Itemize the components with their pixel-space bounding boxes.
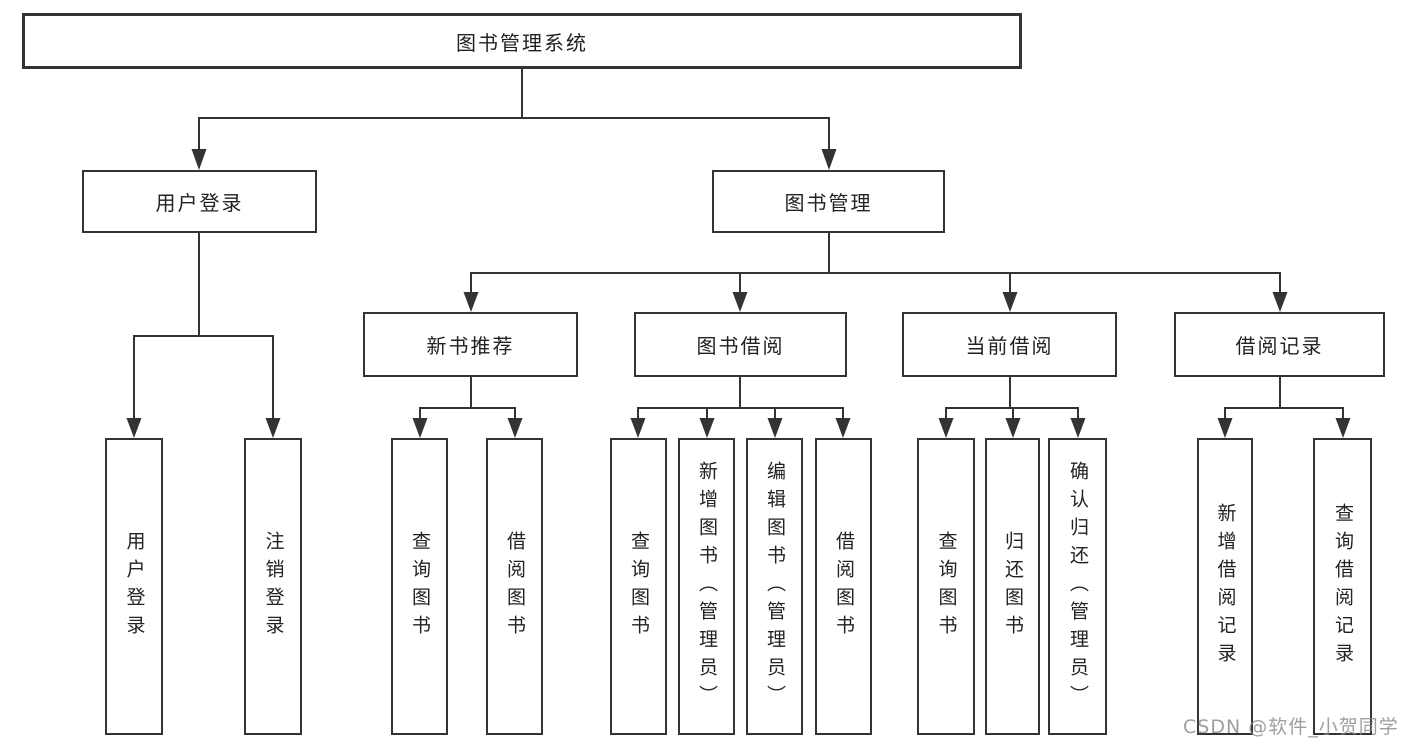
leaf-recommend-borrow-books-label: 借阅图书 [504, 530, 526, 643]
leaf-current-query-books: 查询图书 [917, 438, 975, 735]
leaf-user-login-label: 用户登录 [123, 530, 146, 643]
leaf-add-borrow-record-label: 新增借阅记录 [1214, 502, 1237, 671]
node-book-management: 图书管理 [712, 170, 945, 233]
leaf-add-borrow-record: 新增借阅记录 [1197, 438, 1253, 735]
leaf-return-books: 归还图书 [985, 438, 1040, 735]
leaf-recommend-borrow-books: 借阅图书 [486, 438, 543, 735]
leaf-borrow-query-books: 查询图书 [610, 438, 667, 735]
leaf-borrow-books-label: 借阅图书 [833, 530, 855, 643]
node-borrow-records-label: 借阅记录 [1235, 334, 1324, 358]
leaf-recommend-query-books-label: 查询图书 [409, 530, 431, 643]
node-root: 图书管理系统 [22, 13, 1022, 69]
node-borrow-records: 借阅记录 [1174, 312, 1385, 377]
node-user-login: 用户登录 [82, 170, 317, 233]
leaf-edit-books-admin-label: 编辑图书（管理员） [764, 460, 786, 713]
leaf-logout: 注销登录 [244, 438, 302, 735]
leaf-edit-books-admin: 编辑图书（管理员） [746, 438, 803, 735]
node-book-borrow-label: 图书借阅 [696, 334, 785, 358]
leaf-recommend-query-books: 查询图书 [391, 438, 448, 735]
node-new-book-recommend-label: 新书推荐 [426, 334, 515, 358]
leaf-return-books-label: 归还图书 [1002, 530, 1024, 643]
leaf-user-login: 用户登录 [105, 438, 163, 735]
node-user-login-label: 用户登录 [155, 191, 244, 215]
leaf-confirm-return-admin: 确认归还（管理员） [1048, 438, 1107, 735]
leaf-add-books-admin: 新增图书（管理员） [678, 438, 735, 735]
node-new-book-recommend: 新书推荐 [363, 312, 578, 377]
node-current-borrow: 当前借阅 [902, 312, 1117, 377]
leaf-borrow-books: 借阅图书 [815, 438, 872, 735]
node-root-label: 图书管理系统 [456, 30, 588, 55]
leaf-confirm-return-admin-label: 确认归还（管理员） [1067, 460, 1089, 713]
node-current-borrow-label: 当前借阅 [965, 334, 1054, 358]
leaf-query-borrow-record-label: 查询借阅记录 [1332, 502, 1354, 671]
node-book-borrow: 图书借阅 [634, 312, 847, 377]
leaf-borrow-query-books-label: 查询图书 [628, 530, 650, 643]
leaf-current-query-books-label: 查询图书 [935, 530, 958, 643]
leaf-add-books-admin-label: 新增图书（管理员） [696, 460, 718, 713]
node-book-management-label: 图书管理 [784, 191, 873, 215]
leaf-logout-label: 注销登录 [262, 530, 285, 643]
leaf-query-borrow-record: 查询借阅记录 [1313, 438, 1372, 735]
